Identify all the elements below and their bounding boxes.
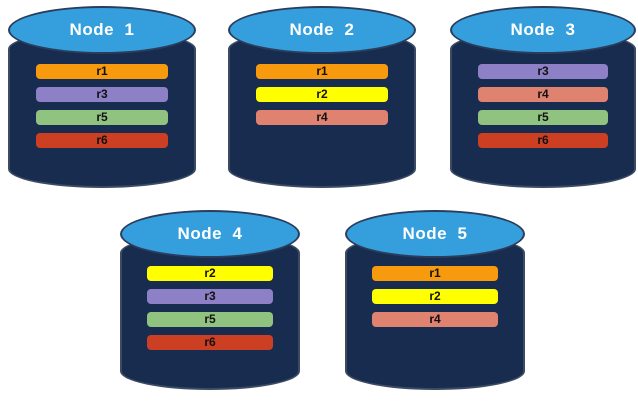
replica-item[interactable]: r1	[256, 64, 388, 79]
replica-item[interactable]: r5	[477, 110, 609, 125]
replica-item[interactable]: r4	[256, 110, 388, 125]
replica-item[interactable]: r3	[477, 64, 609, 79]
cylinder-top-icon	[8, 6, 196, 54]
cylinder-top-icon	[345, 210, 525, 258]
replica-item[interactable]: r2	[256, 87, 388, 102]
replica-item[interactable]: r2	[372, 289, 498, 304]
replica-item[interactable]: r6	[36, 133, 168, 148]
replica-list: r1 r3 r5 r6	[8, 64, 196, 148]
node-label: Node 2	[289, 20, 355, 39]
replica-list: r1 r2 r4	[345, 266, 525, 327]
replica-item[interactable]: r1	[36, 64, 168, 79]
node-label: Node 3	[510, 20, 576, 39]
cylinder-body	[450, 30, 636, 188]
replica-item[interactable]: r3	[147, 289, 273, 304]
replica-item[interactable]: r2	[147, 266, 273, 281]
database-node-2[interactable]: Node 2 r1 r2 r4	[228, 6, 416, 188]
replica-item[interactable]: r4	[372, 312, 498, 327]
replica-list: r3 r4 r5 r6	[450, 64, 636, 148]
replica-item[interactable]: r4	[477, 87, 609, 102]
database-node-4[interactable]: Node 4 r2 r3 r5 r6	[120, 210, 300, 390]
replica-item[interactable]: r5	[36, 110, 168, 125]
node-label: Node 1	[69, 20, 135, 39]
replica-list: r1 r2 r4	[228, 64, 416, 125]
cylinder-top-icon	[450, 6, 636, 54]
database-node-3[interactable]: Node 3 r3 r4 r5 r6	[450, 6, 636, 188]
replica-item[interactable]: r6	[477, 133, 609, 148]
replica-item[interactable]: r3	[36, 87, 168, 102]
replica-item[interactable]: r1	[372, 266, 498, 281]
node-label: Node 4	[177, 224, 243, 243]
replica-list: r2 r3 r5 r6	[120, 266, 300, 350]
database-node-1[interactable]: Node 1 r1 r3 r5 r6	[8, 6, 196, 188]
cylinder-body	[228, 30, 416, 188]
node-label: Node 5	[402, 224, 468, 243]
database-node-5[interactable]: Node 5 r1 r2 r4	[345, 210, 525, 390]
cylinder-top-icon	[228, 6, 416, 54]
replica-item[interactable]: r5	[147, 312, 273, 327]
replica-item[interactable]: r6	[147, 335, 273, 350]
cylinder-top-icon	[120, 210, 300, 258]
